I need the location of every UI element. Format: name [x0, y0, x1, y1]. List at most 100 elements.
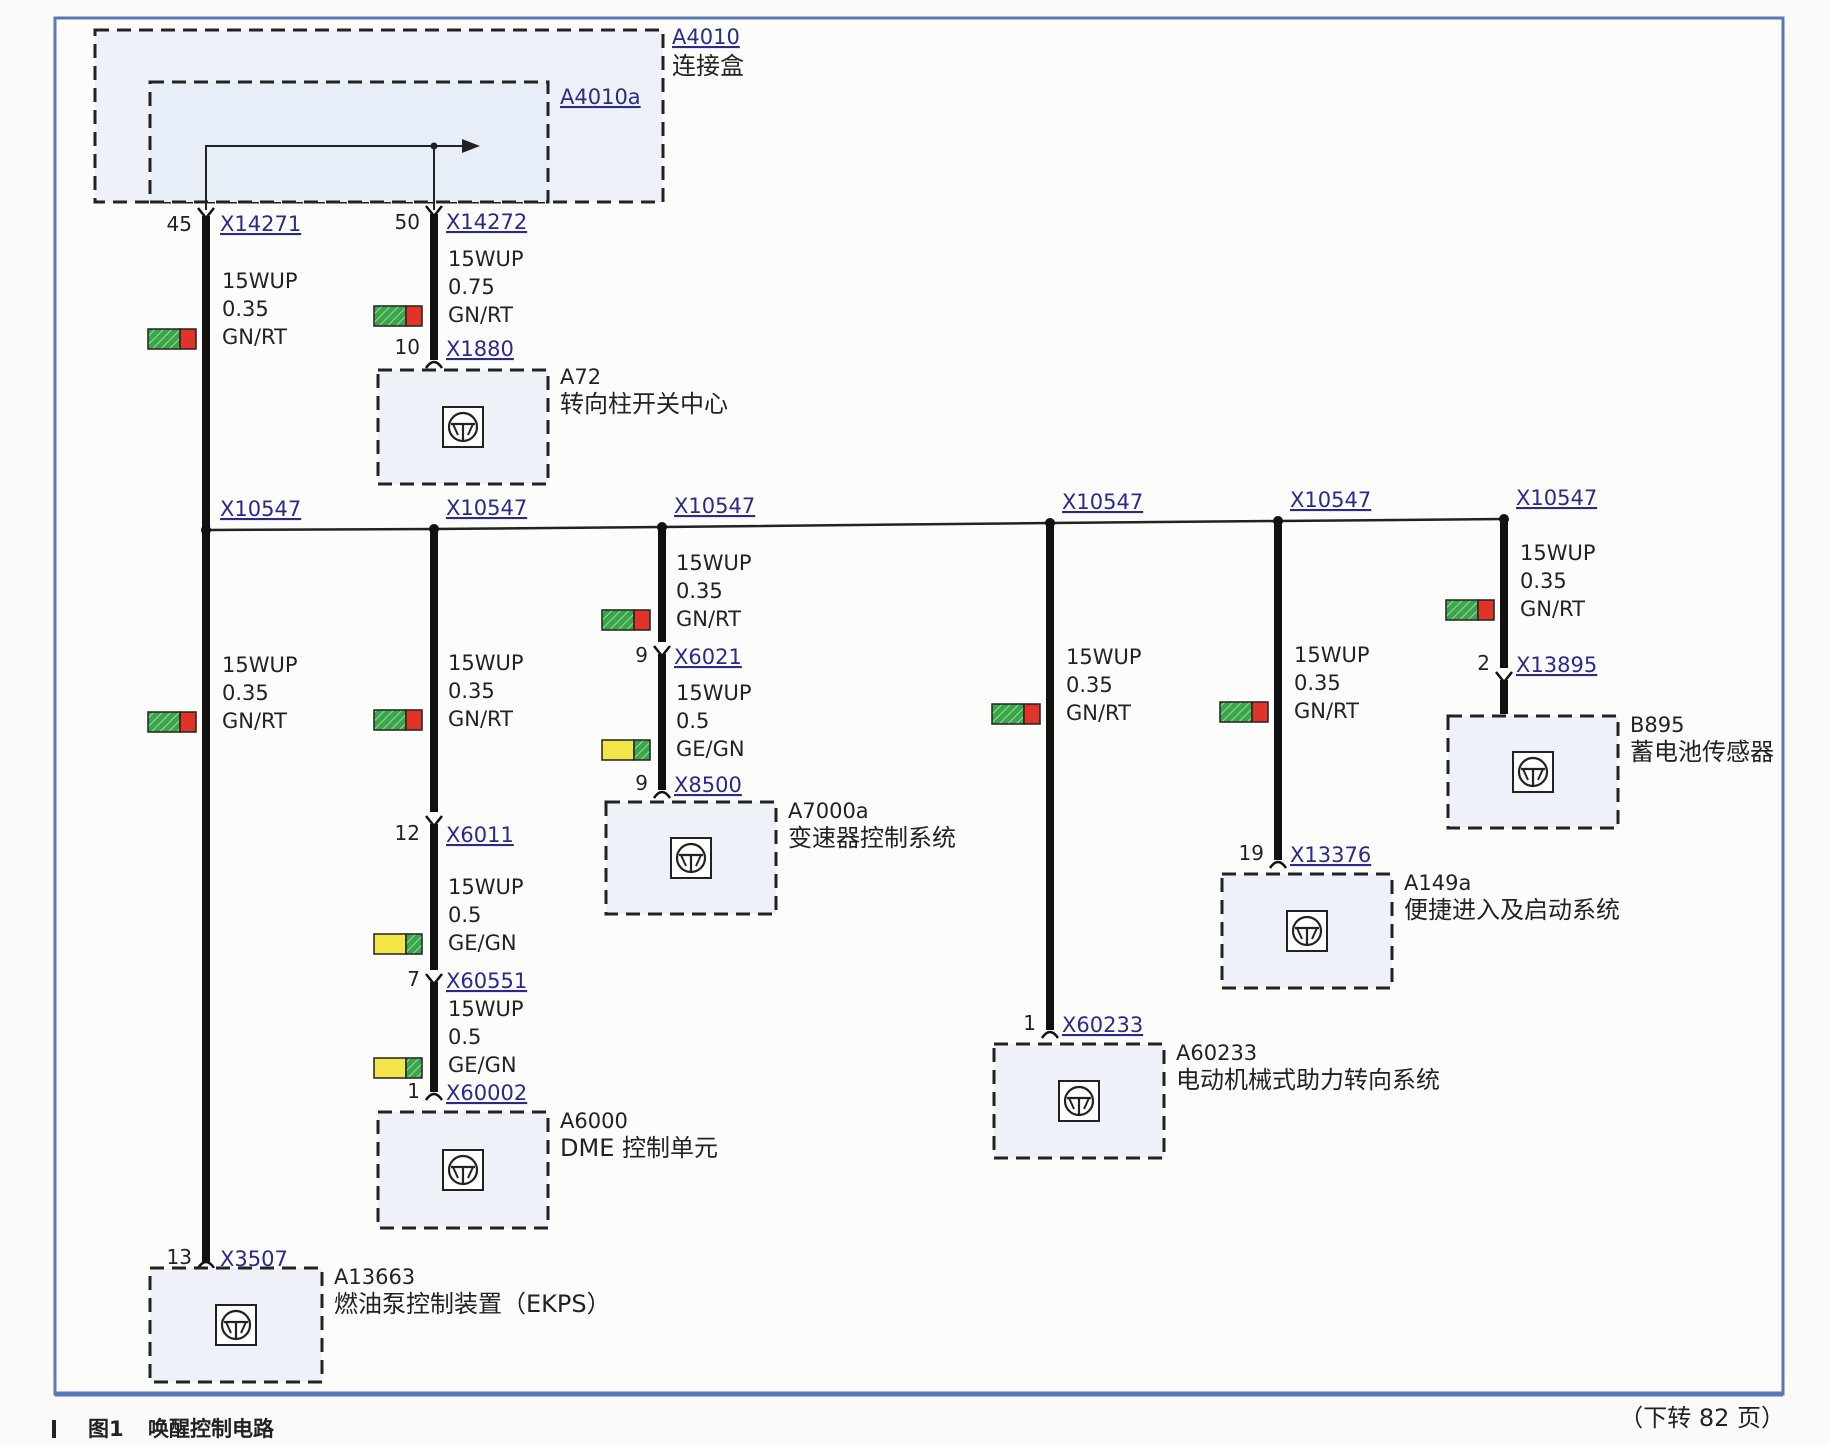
svg-text:0.35: 0.35 [1520, 569, 1567, 593]
svg-text:15WUP: 15WUP [676, 551, 752, 575]
wire-spec-w4: 15WUP 0.35 GN/RT [373, 651, 524, 731]
module-name-A4010: 连接盒 [672, 52, 744, 80]
svg-text:GE/GN: GE/GN [448, 1053, 517, 1077]
svg-text:0.5: 0.5 [676, 709, 709, 733]
splice-bus [205, 517, 1505, 532]
svg-text:A72: A72 [560, 365, 601, 389]
pin-1b: 1 [1023, 1011, 1036, 1035]
pin-13: 13 [167, 1245, 192, 1269]
svg-text:0.5: 0.5 [448, 903, 481, 927]
svg-text:A7000a: A7000a [788, 799, 869, 823]
svg-text:GN/RT: GN/RT [222, 709, 287, 733]
svg-text:A149a: A149a [1404, 871, 1471, 895]
svg-text:15WUP: 15WUP [1066, 645, 1142, 669]
svg-text:GN/RT: GN/RT [1294, 699, 1359, 723]
control-unit-icon [1285, 909, 1329, 953]
wire-spec-w3: 15WUP 0.35 GN/RT [147, 653, 298, 733]
pin-50: 50 [395, 210, 420, 234]
svg-text:15WUP: 15WUP [1520, 541, 1596, 565]
svg-text:0.35: 0.35 [448, 679, 495, 703]
control-unit-icon [441, 405, 485, 449]
connector-X60002: X60002 [446, 1081, 527, 1105]
control-unit-icon [441, 1148, 485, 1192]
module-box-A4010a [148, 80, 550, 204]
svg-text:0.35: 0.35 [1066, 673, 1113, 697]
svg-text:15WUP: 15WUP [222, 653, 298, 677]
connector-X6011: X6011 [446, 823, 514, 847]
module-id-A4010: A4010 [672, 25, 740, 49]
svg-text:15WUP: 15WUP [222, 269, 298, 293]
svg-text:15WUP: 15WUP [448, 651, 524, 675]
pin-45: 45 [167, 212, 192, 236]
connector-X6021: X6021 [674, 645, 742, 669]
connector-X3507: X3507 [220, 1247, 288, 1271]
pin-9a: 9 [635, 643, 648, 667]
svg-text:15WUP: 15WUP [1294, 643, 1370, 667]
module-A60233: A60233 电动机械式助力转向系统 [992, 1041, 1440, 1160]
svg-text:15WUP: 15WUP [448, 997, 524, 1021]
svg-text:GN/RT: GN/RT [222, 325, 287, 349]
pin-10: 10 [395, 335, 420, 359]
svg-text:DME 控制单元: DME 控制单元 [560, 1134, 718, 1162]
module-A13663: A13663 燃油泵控制装置（EKPS） [148, 1265, 611, 1384]
control-unit-icon [1511, 750, 1555, 794]
pin-7: 7 [407, 967, 420, 991]
connector-marks [196, 205, 1513, 1269]
pin-2: 2 [1477, 651, 1490, 675]
figure-label: 图1 [88, 1417, 124, 1441]
module-A72: A72 转向柱开关中心 [376, 365, 728, 486]
pin-1: 1 [407, 1079, 420, 1103]
connector-X13895: X13895 [1516, 653, 1597, 677]
svg-text:蓄电池传感器: 蓄电池传感器 [1630, 738, 1774, 766]
pin-12: 12 [395, 821, 420, 845]
wire-spec-w1: 15WUP 0.35 GN/RT [147, 269, 298, 350]
connector-X60233: X60233 [1062, 1013, 1143, 1037]
connector-X14272: X14272 [446, 210, 527, 234]
splice-X10547-2: X10547 [446, 496, 527, 520]
svg-text:0.35: 0.35 [222, 681, 269, 705]
svg-text:0.75: 0.75 [448, 275, 495, 299]
svg-text:0.35: 0.35 [676, 579, 723, 603]
connector-X14271: X14271 [220, 212, 301, 236]
svg-text:0.35: 0.35 [222, 297, 269, 321]
svg-text:GE/GN: GE/GN [676, 737, 745, 761]
arrow-icon [462, 139, 480, 153]
connector-X1880: X1880 [446, 337, 514, 361]
svg-text:变速器控制系统: 变速器控制系统 [788, 824, 956, 852]
svg-text:GN/RT: GN/RT [448, 707, 513, 731]
diagram-frame [53, 16, 1785, 1396]
splice-X10547-5: X10547 [1290, 488, 1371, 512]
pin-19: 19 [1239, 841, 1264, 865]
svg-text:15WUP: 15WUP [448, 247, 524, 271]
svg-text:A60233: A60233 [1176, 1041, 1257, 1065]
splice-X10547-1: X10547 [220, 497, 301, 521]
splice-X10547-3: X10547 [674, 494, 755, 518]
figure-title: 唤醒控制电路 [148, 1417, 275, 1441]
wire-spec-w5: 15WUP 0.5 GE/GN [373, 875, 524, 955]
svg-text:B895: B895 [1630, 713, 1685, 737]
wire-spec-w10: 15WUP 0.35 GN/RT [1219, 643, 1370, 723]
svg-text:A6000: A6000 [560, 1109, 628, 1133]
wire-spec-w6: 15WUP 0.5 GE/GN [373, 997, 524, 1079]
svg-text:GN/RT: GN/RT [1066, 701, 1131, 725]
svg-text:15WUP: 15WUP [448, 875, 524, 899]
control-unit-icon [1057, 1079, 1101, 1123]
wire-spec-w11: 15WUP 0.35 GN/RT [1445, 541, 1596, 621]
svg-text:A13663: A13663 [334, 1265, 415, 1289]
wire-spec-w2: 15WUP 0.75 GN/RT [373, 247, 524, 327]
splice-X10547-4: X10547 [1062, 490, 1143, 514]
connector-X60551: X60551 [446, 969, 527, 993]
module-id-A4010a: A4010a [560, 85, 641, 109]
wire-spec-w9: 15WUP 0.35 GN/RT [991, 645, 1142, 725]
module-A6000: A6000 DME 控制单元 [376, 1109, 718, 1230]
svg-text:GN/RT: GN/RT [1520, 597, 1585, 621]
svg-text:0.35: 0.35 [1294, 671, 1341, 695]
continued-note: （下转 82 页） [1619, 1404, 1785, 1432]
connector-X8500: X8500 [674, 773, 742, 797]
svg-text:GN/RT: GN/RT [448, 303, 513, 327]
svg-text:转向柱开关中心: 转向柱开关中心 [560, 390, 728, 418]
svg-text:电动机械式助力转向系统: 电动机械式助力转向系统 [1176, 1066, 1440, 1094]
splice-X10547-6: X10547 [1516, 486, 1597, 510]
svg-text:GE/GN: GE/GN [448, 931, 517, 955]
svg-text:0.5: 0.5 [448, 1025, 481, 1049]
